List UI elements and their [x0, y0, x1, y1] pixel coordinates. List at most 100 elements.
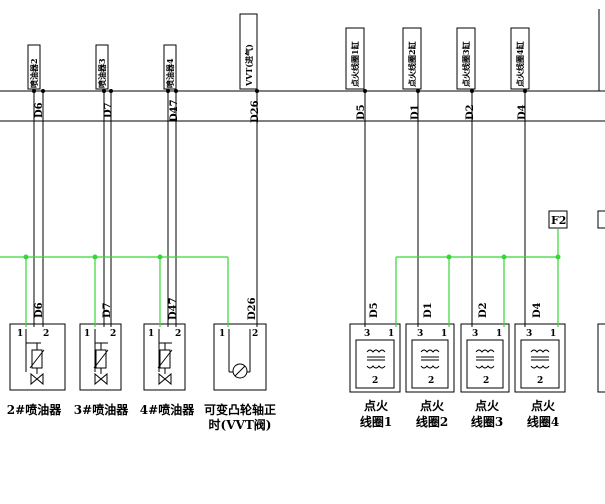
top-tag-box	[510, 27, 530, 90]
pin-number: 1	[388, 329, 394, 339]
component-name: 线圈3	[471, 414, 503, 429]
top-tag: 点火线圈4缸	[515, 41, 525, 87]
lower-wire-label: D4	[532, 302, 543, 318]
pin-number: 3	[364, 329, 370, 339]
ignition-coil-2-group: 点火线圈2缸 D1 D1 3 1 2 点火 线圈2	[402, 27, 455, 429]
component-name: 时(VVT阀)	[209, 417, 272, 432]
lower-wire-label: D2	[478, 302, 489, 318]
component-box	[9, 323, 66, 391]
injector-4-group: 喷油器4 D47 D47 1 2 4#喷油器	[140, 44, 195, 417]
coil-secondary-icon	[475, 365, 495, 369]
component-box	[405, 323, 455, 393]
upper-wire-label: D26	[250, 100, 261, 123]
pin-number: 1	[148, 329, 154, 339]
top-tag: VVT(进气)	[244, 44, 254, 87]
coil-secondary-icon	[366, 365, 386, 369]
top-tag-box	[163, 44, 177, 90]
pin-number: 3	[417, 329, 423, 339]
lower-wire-label: D7	[102, 302, 113, 318]
pin-number: 2	[175, 329, 181, 339]
component-name: 4#喷油器	[140, 402, 195, 417]
pin-number: 1	[219, 329, 225, 339]
component-box	[349, 323, 401, 393]
coil-secondary-icon	[530, 365, 550, 369]
coil-secondary-icon	[420, 365, 440, 369]
upper-wire-label: D4	[517, 104, 528, 120]
pin-number: 2	[252, 329, 258, 339]
connector-pin	[174, 89, 178, 93]
cropped-component-box	[597, 323, 605, 393]
pin-number: 2	[372, 376, 378, 386]
upper-wire-label: D2	[465, 104, 476, 120]
pin-number: 1	[84, 329, 90, 339]
lower-wire-label: D1	[423, 302, 434, 318]
injector-3-group: 喷油器3 D7 D7 1 2 3#喷油器	[74, 44, 129, 417]
injector-2-group: 喷油器2 D6 D6 1 2 2#喷油器	[7, 44, 66, 417]
upper-wire-label: D6	[34, 102, 45, 118]
ignition-coil-1-group: 点火线圈1缸 D5 D5 3 1 2 点火 线圈1	[345, 27, 401, 429]
coil-primary-icon	[475, 349, 495, 353]
top-tag-box	[95, 44, 109, 90]
component-name: 点火	[475, 398, 500, 413]
valve-icon	[94, 372, 108, 386]
fuse-f2: F2	[548, 210, 568, 229]
top-tag: 喷油器3	[97, 58, 107, 88]
component-name: 可变凸轮轴正	[204, 402, 276, 417]
pin-number: 2	[110, 329, 116, 339]
top-tag-box	[402, 27, 422, 90]
top-tag-box	[239, 13, 258, 90]
connector-pin	[109, 89, 113, 93]
component-box	[143, 323, 186, 391]
pin-number: 2	[43, 329, 49, 339]
ignition-coil-3-group: 点火线圈3缸 D2 D2 3 1 2 点火 线圈3	[456, 27, 510, 429]
coil-primary-icon	[366, 349, 386, 353]
top-tag: 点火线圈1缸	[350, 41, 360, 87]
upper-wire-label: D47	[169, 99, 180, 122]
pin-number: 1	[441, 329, 447, 339]
component-name: 3#喷油器	[74, 402, 129, 417]
pin-number: 1	[496, 329, 502, 339]
lower-wire-label: D26	[247, 297, 258, 320]
lower-wire-label: D5	[369, 302, 380, 318]
component-box	[460, 323, 510, 393]
pin-number: 3	[526, 329, 532, 339]
cropped-tag-box	[597, 210, 605, 229]
power-rail-ignition	[395, 229, 561, 327]
coil-primary-icon	[530, 349, 550, 353]
top-tag: 点火线圈3缸	[461, 41, 471, 87]
valve-actuator-icon	[232, 363, 248, 379]
top-tag: 点火线圈2缸	[407, 41, 417, 87]
component-name: 点火	[364, 398, 389, 413]
top-tag-box	[345, 27, 365, 90]
top-tag: 喷油器2	[29, 58, 39, 88]
component-name: 线圈4	[527, 414, 559, 429]
top-tag-box	[456, 27, 476, 90]
lower-wire-label: D6	[34, 302, 45, 318]
coil-primary-icon	[420, 349, 440, 353]
pin-number: 2	[428, 376, 434, 386]
component-name: 线圈2	[416, 414, 448, 429]
pin-number: 3	[472, 329, 478, 339]
component-name: 线圈1	[360, 414, 392, 429]
fuse-label: F2	[551, 214, 566, 227]
valve-icon	[158, 372, 172, 386]
pin-number: 2	[537, 376, 543, 386]
upper-wire-label: D5	[356, 104, 367, 120]
component-name: 点火	[531, 398, 556, 413]
connector-pin	[41, 89, 45, 93]
upper-wire-label: D7	[103, 102, 114, 118]
pin-number: 1	[17, 329, 23, 339]
component-name: 2#喷油器	[7, 402, 62, 417]
upper-wire-label: D1	[410, 104, 421, 120]
component-name: 点火	[420, 398, 445, 413]
lower-wire-label: D47	[168, 297, 179, 320]
component-box	[213, 323, 267, 391]
pin-number: 1	[550, 329, 556, 339]
ignition-coil-4-group: 点火线圈4缸 D4 D4 3 1 2 点火 线圈4	[510, 27, 566, 429]
pin-number: 2	[483, 376, 489, 386]
valve-icon	[30, 372, 44, 386]
vvt-valve-group: VVT(进气) D26 D26 1 2 可变凸轮轴正 时(VVT阀)	[204, 13, 276, 432]
component-box	[79, 323, 122, 391]
top-tag: 喷油器4	[165, 58, 175, 88]
